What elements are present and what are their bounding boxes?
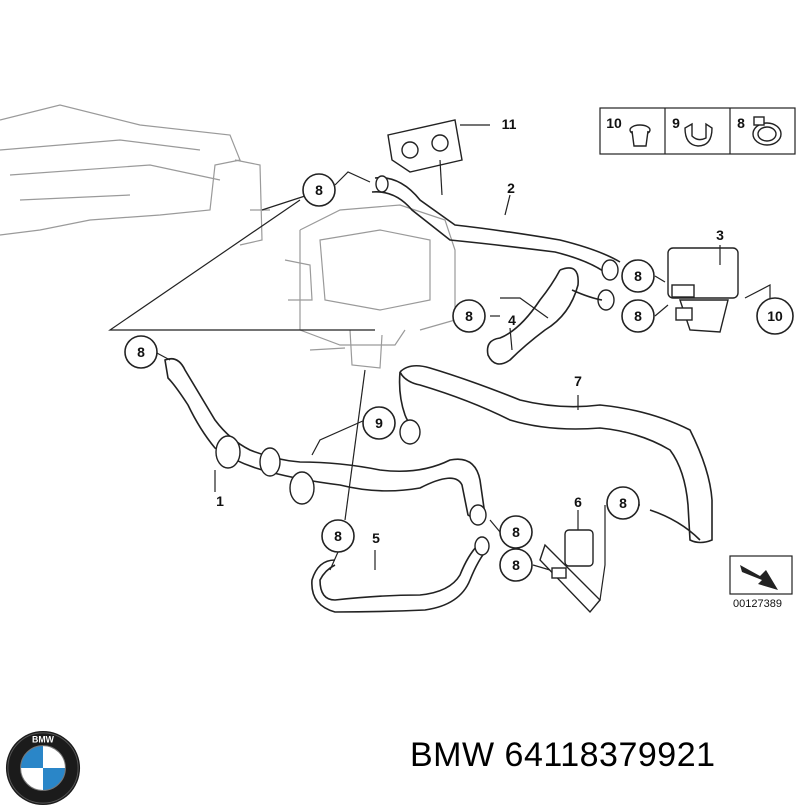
svg-text:8: 8 <box>634 308 642 324</box>
part-label-5: 5 <box>372 530 380 546</box>
hose-2 <box>371 175 621 281</box>
callout-8-valve-a: 8 <box>621 259 655 293</box>
part-label-11: 11 <box>502 116 517 132</box>
callout-8-center: 8 <box>452 299 486 333</box>
callout-8-bottom: 8 <box>321 519 355 553</box>
callout-8-right: 8 <box>606 486 640 520</box>
leader-lines <box>108 124 771 601</box>
callout-9: 9 <box>362 406 396 440</box>
legend-label-8: 8 <box>737 115 745 131</box>
logo-lettering: BMW <box>32 735 55 745</box>
legend-label-10: 10 <box>606 115 622 131</box>
callout-8-lower-a: 8 <box>499 515 533 549</box>
legend-label-9: 9 <box>672 115 680 131</box>
hose-1 <box>164 357 487 526</box>
svg-text:9: 9 <box>375 415 383 431</box>
part-label-4: 4 <box>508 312 516 328</box>
svg-text:8: 8 <box>137 344 145 360</box>
svg-text:8: 8 <box>512 524 520 540</box>
hose-5 <box>311 536 490 613</box>
clip-icon <box>684 122 713 147</box>
hose-clamp-icon <box>752 116 782 146</box>
svg-text:8: 8 <box>315 182 323 198</box>
hose-4 <box>486 267 615 365</box>
part-number-caption: BMW 64118379921 <box>410 736 716 774</box>
part-label-3: 3 <box>716 227 724 243</box>
small-parts-legend: 10 9 8 <box>599 107 796 155</box>
bmw-logo: BMW <box>5 730 81 806</box>
svg-text:8: 8 <box>634 268 642 284</box>
callout-8-left: 8 <box>124 335 158 369</box>
water-pump-3 <box>667 247 739 333</box>
svg-text:8: 8 <box>619 495 627 511</box>
svg-text:8: 8 <box>334 528 342 544</box>
part-label-1: 1 <box>216 493 224 509</box>
svg-text:8: 8 <box>512 557 520 573</box>
callout-10: 10 <box>756 297 794 335</box>
callout-8-valve-b: 8 <box>621 299 655 333</box>
hose-7 <box>398 364 713 544</box>
svg-text:10: 10 <box>767 308 783 324</box>
part-label-2: 2 <box>507 180 515 196</box>
reference-arrow-box <box>729 555 793 595</box>
grommet-icon <box>629 124 651 147</box>
diagram-reference-number: 00127389 <box>733 598 782 610</box>
background-engine-outline <box>0 104 456 369</box>
part-label-6: 6 <box>574 494 582 510</box>
svg-text:8: 8 <box>465 308 473 324</box>
bracket-11 <box>387 119 463 173</box>
callout-8-top: 8 <box>302 173 336 207</box>
part-label-7: 7 <box>574 373 582 389</box>
valve-6 <box>539 529 601 614</box>
callout-8-lower-b: 8 <box>499 548 533 582</box>
